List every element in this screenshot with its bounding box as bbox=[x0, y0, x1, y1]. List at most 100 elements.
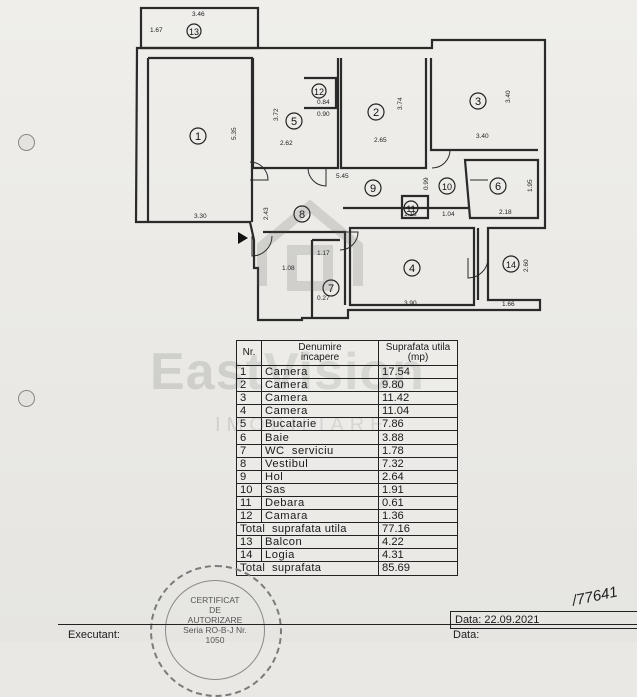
row-nr: 2 bbox=[236, 378, 262, 393]
apartment-outline bbox=[134, 38, 547, 322]
dim-room3-h: 3.40 bbox=[505, 90, 512, 103]
dim-room13-w: 3.46 bbox=[192, 11, 205, 18]
row-nr: 9 bbox=[236, 469, 262, 484]
row-area: 1.78 bbox=[378, 443, 458, 458]
row-name: Logia bbox=[261, 548, 379, 563]
punch-hole bbox=[18, 390, 35, 407]
stamp-line: Seria RO-B-J Nr. 1050 bbox=[183, 625, 247, 645]
dim-room12-h: 0.84 bbox=[317, 99, 330, 106]
room-number-12: 12 bbox=[314, 87, 324, 97]
stamp-line: DE bbox=[209, 605, 221, 615]
dim-room8-h: 2.43 bbox=[263, 207, 270, 220]
row-area: 17.54 bbox=[378, 364, 458, 380]
row-name: Sas bbox=[261, 482, 379, 497]
row-area: 9.80 bbox=[378, 378, 458, 393]
row-name: Balcon bbox=[261, 535, 379, 550]
row-nr: 6 bbox=[236, 430, 262, 445]
dim-room6-w: 2.18 bbox=[499, 209, 512, 216]
total-value: 85.69 bbox=[378, 561, 458, 576]
dim-room14-w: 1.66 bbox=[502, 301, 515, 308]
row-name: Debara bbox=[261, 495, 379, 511]
watermark-house-icon bbox=[257, 199, 363, 291]
room-number-1: 1 bbox=[195, 131, 201, 143]
room-number-7: 7 bbox=[328, 283, 334, 295]
row-nr: 1 bbox=[236, 364, 262, 380]
dim-room1-h: 5.35 bbox=[231, 127, 238, 140]
row-nr: 13 bbox=[236, 535, 262, 550]
col-header-area: Suprafata utila (mp) bbox=[378, 340, 458, 366]
dim-room3-w: 3.40 bbox=[476, 133, 489, 140]
row-name: Baie bbox=[261, 430, 379, 445]
dim-room11-h: 0.99 bbox=[423, 177, 430, 190]
date2-label: Data: bbox=[453, 629, 480, 641]
room-number-13: 13 bbox=[189, 27, 199, 37]
row-area: 1.91 bbox=[378, 482, 458, 497]
row-area: 7.86 bbox=[378, 417, 458, 432]
punch-hole bbox=[18, 134, 35, 151]
row-name: Camara bbox=[261, 509, 379, 524]
stamp-line: AUTORIZARE bbox=[187, 615, 243, 625]
row-name: WC serviciu bbox=[261, 443, 379, 458]
row-area: 7.32 bbox=[378, 456, 458, 471]
row-nr: 12 bbox=[236, 509, 262, 524]
room-number-14: 14 bbox=[506, 260, 516, 270]
row-nr: 3 bbox=[236, 391, 262, 406]
row-name: Camera bbox=[261, 404, 379, 419]
dim-room9-w: 5.45 bbox=[336, 173, 349, 180]
room-number-4: 4 bbox=[409, 263, 415, 275]
row-name: Vestibul bbox=[261, 456, 379, 471]
total-label: Total suprafata bbox=[236, 561, 379, 576]
total-util-value: 77.16 bbox=[378, 522, 458, 537]
room-number-9: 9 bbox=[370, 183, 376, 195]
row-name: Camera bbox=[261, 378, 379, 393]
row-name: Hol bbox=[261, 469, 379, 484]
room-number-2: 2 bbox=[373, 107, 379, 119]
row-name: Bucatarie bbox=[261, 417, 379, 432]
dim-room6-h: 1.95 bbox=[527, 179, 534, 192]
stamp-line: CERTIFICAT bbox=[190, 595, 240, 605]
room-number-11: 11 bbox=[406, 204, 415, 214]
dim-room12-w: 0.90 bbox=[317, 111, 330, 118]
row-area: 3.88 bbox=[378, 430, 458, 445]
room-number-5: 5 bbox=[291, 116, 297, 128]
dim-room8-w: 1.08 bbox=[282, 265, 295, 272]
row-name: Camera bbox=[261, 391, 379, 406]
col-header-name: Denumire incapere bbox=[261, 340, 379, 366]
room-number-3: 3 bbox=[475, 96, 481, 108]
table-header-row: Nr. Denumire incapere Suprafata utila (m… bbox=[236, 340, 458, 366]
row-area: 11.42 bbox=[378, 391, 458, 406]
row-nr: 10 bbox=[236, 482, 262, 497]
handwritten-number: /77641 bbox=[570, 583, 620, 610]
total-util-row: Total suprafata utila 77.16 bbox=[236, 522, 458, 537]
dim-room5-h: 3.72 bbox=[273, 108, 280, 121]
dim-room7-w: 0.27 bbox=[317, 295, 330, 302]
room-number-10: 10 bbox=[442, 182, 452, 192]
dim-room2-h: 3.74 bbox=[397, 97, 404, 110]
executant-label: Executant: bbox=[68, 629, 120, 641]
dim-room5-w: 2.62 bbox=[280, 140, 293, 147]
dim-room10-w: 1.04 bbox=[442, 211, 455, 218]
row-nr: 8 bbox=[236, 456, 262, 471]
floor-plan: 1 2 3 4 5 6 7 8 9 10 11 12 13 14 5.35 3.… bbox=[134, 6, 547, 322]
total-row: Total suprafata 85.69 bbox=[236, 561, 458, 576]
row-nr: 7 bbox=[236, 443, 262, 458]
row-area: 4.22 bbox=[378, 535, 458, 550]
dim-room7-h: 1.17 bbox=[317, 250, 330, 257]
dim-room1-w: 3.30 bbox=[194, 213, 207, 220]
dim-room13-h: 1.67 bbox=[150, 27, 163, 34]
dim-room4-w: 3.90 bbox=[404, 300, 417, 307]
room-area-table: Nr. Denumire incapere Suprafata utila (m… bbox=[236, 340, 458, 576]
row-area: 0.61 bbox=[378, 495, 458, 511]
